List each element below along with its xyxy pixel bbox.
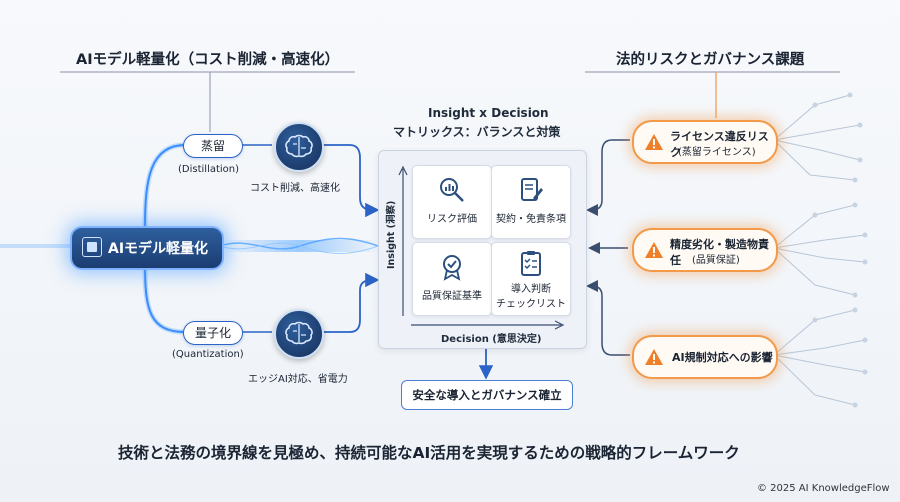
right-heading: 法的リスクとガバナンス課題: [616, 52, 805, 68]
matrix-title: Insight x Decision: [428, 106, 549, 120]
ai-model-lightweight-button[interactable]: AIモデル軽量化: [70, 226, 224, 270]
quantization-sub: (Quantization): [172, 349, 244, 360]
matrix-axes: [398, 165, 565, 330]
distillation-effect: コスト削減、高速化: [250, 183, 340, 194]
y-axis-label: Insight (洞察): [386, 200, 397, 269]
quantization-pill[interactable]: 量子化: [183, 321, 243, 345]
warning-icon: [645, 242, 663, 258]
x-axis-label: Decision (意思決定): [441, 334, 542, 345]
clipboard-checklist-icon: [521, 251, 541, 276]
cell-adoption-checklist[interactable]: 導入判断 チェックリスト: [491, 242, 571, 316]
insight-decision-matrix: Insight (洞察) Decision (意思決定) リスク評価 契約・免責…: [378, 150, 587, 349]
risk-title: 精度劣化・製造物責任: [670, 238, 769, 267]
copyright: © 2025 AI KnowledgeFlow: [757, 483, 890, 494]
cell-quality-standard[interactable]: 品質保証基準: [412, 242, 492, 316]
warning-icon: [645, 134, 663, 150]
footer-tagline: 技術と法務の境界線を見極め、持続可能なAI活用を実現するための戦略的フレームワー…: [118, 444, 740, 462]
badge-check-icon: [443, 255, 461, 281]
risk-sub: (蒸留ライセンス): [678, 147, 756, 158]
document-pen-icon: [521, 178, 543, 201]
quantization-effect: エッジAI対応、省電力: [248, 374, 348, 385]
risk-accuracy-liability[interactable]: 精度劣化・製造物責任 (品質保証): [632, 228, 778, 272]
risk-ai-regulation[interactable]: AI規制対応への影響: [632, 335, 778, 379]
cell-label: リスク評価: [427, 214, 477, 225]
risk-sub: (品質保証): [692, 255, 740, 266]
cell-risk-assessment[interactable]: リスク評価: [412, 165, 492, 239]
distillation-label: 蒸留: [200, 139, 225, 153]
cell-label: 契約・免責条項: [496, 214, 566, 225]
matrix-subtitle: マトリックス：バランスと対策: [393, 125, 561, 139]
risk-title: ライセンス違反リスク: [670, 130, 769, 159]
result-box[interactable]: 安全な導入とガバナンス確立: [401, 380, 573, 410]
warning-icon: [645, 349, 663, 365]
risk-license-violation[interactable]: ライセンス違反リスク (蒸留ライセンス): [632, 120, 778, 164]
magnifier-chart-icon: [440, 178, 464, 202]
cell-contract-disclaimer[interactable]: 契約・免責条項: [491, 165, 571, 239]
risk-title: AI規制対応への影響: [672, 351, 773, 364]
cell-label: 品質保証基準: [422, 291, 482, 302]
left-heading: AIモデル軽量化（コスト削減・高速化）: [76, 52, 340, 68]
brain-icon: [274, 309, 324, 359]
distillation-sub: (Distillation): [178, 164, 240, 175]
distillation-pill[interactable]: 蒸留: [183, 134, 243, 158]
quantization-label: 量子化: [194, 326, 231, 340]
ai-model-lightweight-label: AIモデル軽量化: [108, 241, 209, 257]
cell-label: チェックリスト: [496, 299, 566, 310]
brain-icon: [274, 122, 324, 172]
cell-label: 導入判断: [511, 284, 551, 295]
chip-icon: [82, 237, 102, 257]
